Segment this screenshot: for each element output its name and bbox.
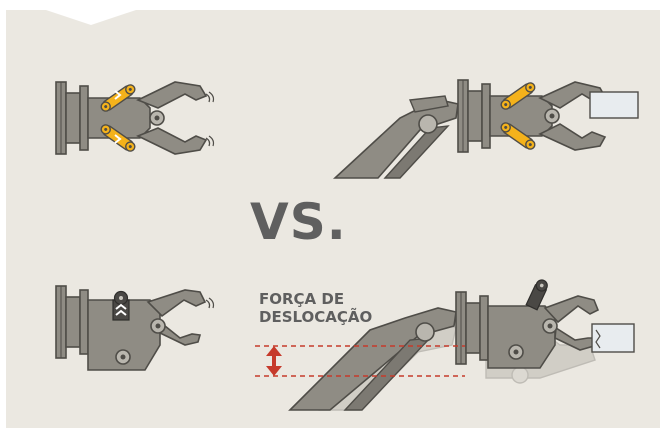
crusher-dual-cylinder-left [55,81,215,155]
force-label-line2: DESLOCAÇÃO [259,308,373,326]
black-cylinder-icon [112,290,130,321]
pivot-pin-icon [149,110,165,126]
steel-beam [589,91,639,119]
vs-label: VS. [250,193,347,251]
panel-notch [46,10,136,25]
red-double-arrow-icon [266,346,282,376]
force-label: FORÇA DE DESLOCAÇÃO [259,290,372,326]
excavator-single-cylinder [288,279,635,411]
excavator-dual-cylinder [332,79,639,179]
crusher-single-cylinder-left [55,285,215,371]
displacement-indicator [255,345,465,377]
force-label-line1: FORÇA DE [259,290,345,308]
